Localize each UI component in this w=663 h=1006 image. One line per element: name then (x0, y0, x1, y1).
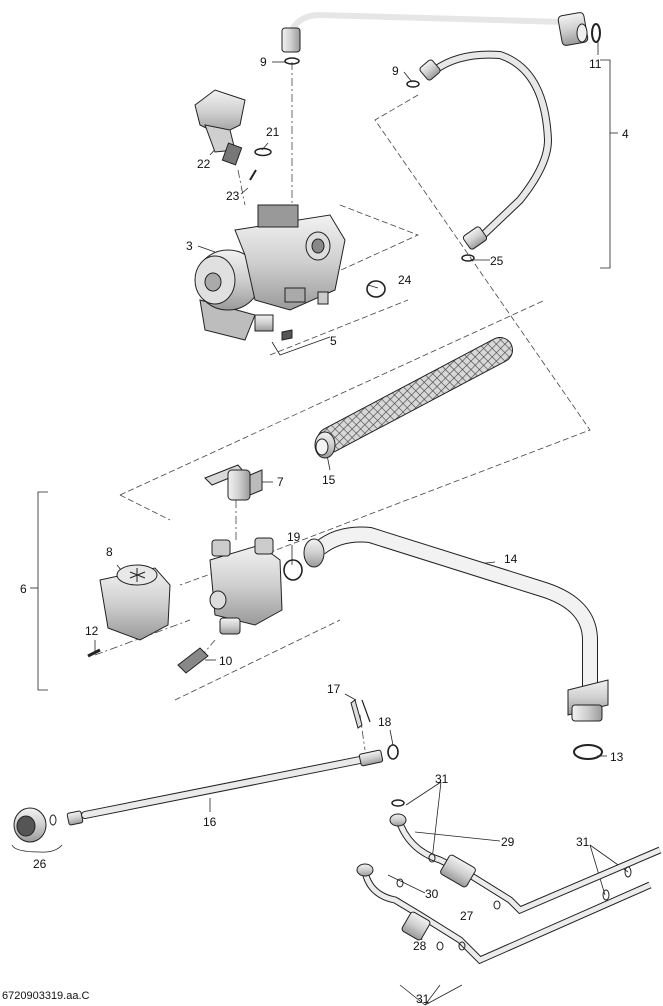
callout-27: 27 (460, 909, 474, 923)
callout-8: 8 (106, 545, 113, 559)
drain-tap-7 (204, 464, 263, 501)
callout-25: 25 (490, 254, 504, 268)
callout-13: 13 (610, 750, 624, 764)
callout-7: 7 (277, 475, 284, 489)
callout-9a: 9 (260, 55, 267, 69)
bent-pipe-14 (283, 526, 609, 760)
callout-29: 29 (501, 835, 515, 849)
callout-6: 6 (20, 582, 27, 596)
upper-pipe-4 (281, 11, 601, 262)
callout-26: 26 (33, 857, 47, 871)
callout-3: 3 (186, 239, 193, 253)
pump-3 (194, 204, 386, 341)
callout-16: 16 (203, 815, 217, 829)
callout-14: 14 (504, 552, 518, 566)
callout-19: 19 (287, 530, 301, 544)
callout-31b: 31 (576, 835, 590, 849)
callout-30: 30 (425, 887, 439, 901)
callout-labels: 9 11 9 4 21 22 23 3 24 25 5 7 15 19 8 14… (20, 55, 629, 1006)
callout-18: 18 (378, 715, 392, 729)
clip-17-seal-18 (350, 699, 399, 760)
callout-28: 28 (413, 939, 427, 953)
braided-hose-15 (314, 337, 513, 459)
callout-24: 24 (398, 273, 412, 287)
callout-11: 11 (589, 57, 602, 71)
assembly-outlines (94, 62, 591, 751)
callout-15: 15 (322, 473, 336, 487)
callout-22: 22 (197, 157, 211, 171)
document-id: 6720903319.aa.C (2, 990, 90, 1002)
lower-pipes-27-31 (356, 799, 662, 965)
callout-21: 21 (266, 125, 280, 139)
callout-10: 10 (219, 654, 233, 668)
valve-block-6 (87, 537, 283, 674)
callout-17: 17 (327, 682, 341, 696)
callout-31c: 31 (416, 992, 430, 1006)
callout-12: 12 (85, 624, 99, 638)
callout-5: 5 (330, 334, 337, 348)
callout-9b: 9 (392, 64, 399, 78)
callout-4: 4 (622, 127, 629, 141)
callout-23: 23 (226, 189, 240, 203)
sensor-22 (194, 89, 272, 181)
cap-26 (13, 807, 57, 843)
leader-lines (11, 42, 629, 1006)
callout-31a: 31 (435, 772, 449, 786)
rod-16 (66, 749, 384, 826)
